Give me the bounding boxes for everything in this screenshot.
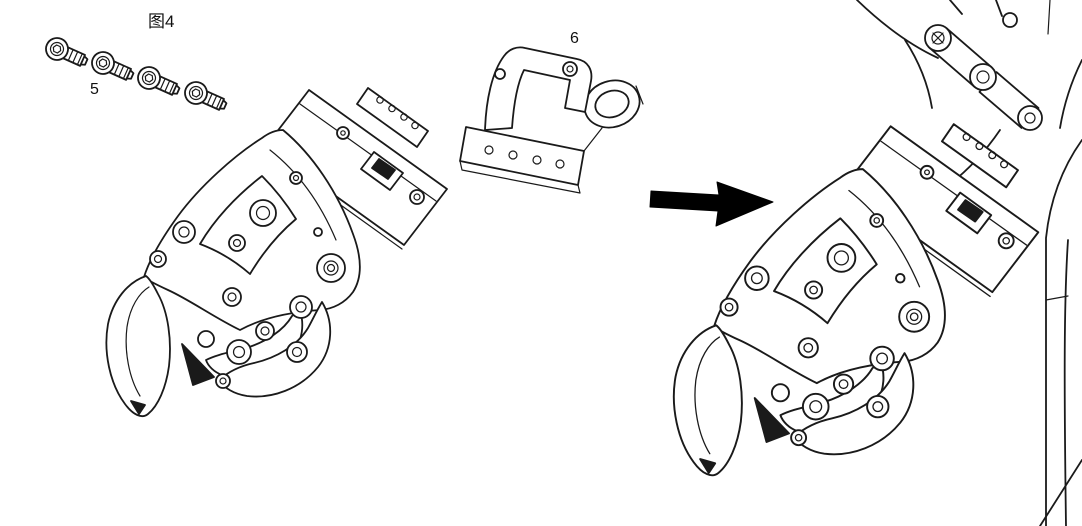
figure-title-label: 图4 <box>148 12 175 31</box>
gripper-before <box>105 87 448 418</box>
part-label-6: 6 <box>570 30 579 47</box>
arrow-icon <box>649 181 774 227</box>
gripper-after <box>672 123 1040 477</box>
screw-icon <box>180 77 231 117</box>
bracket-part <box>459 46 644 194</box>
screw-icon <box>41 33 92 73</box>
robot-arm <box>856 0 1082 526</box>
screw-icon <box>133 62 184 102</box>
part-label-5: 5 <box>90 81 99 98</box>
screws-group <box>41 33 231 117</box>
